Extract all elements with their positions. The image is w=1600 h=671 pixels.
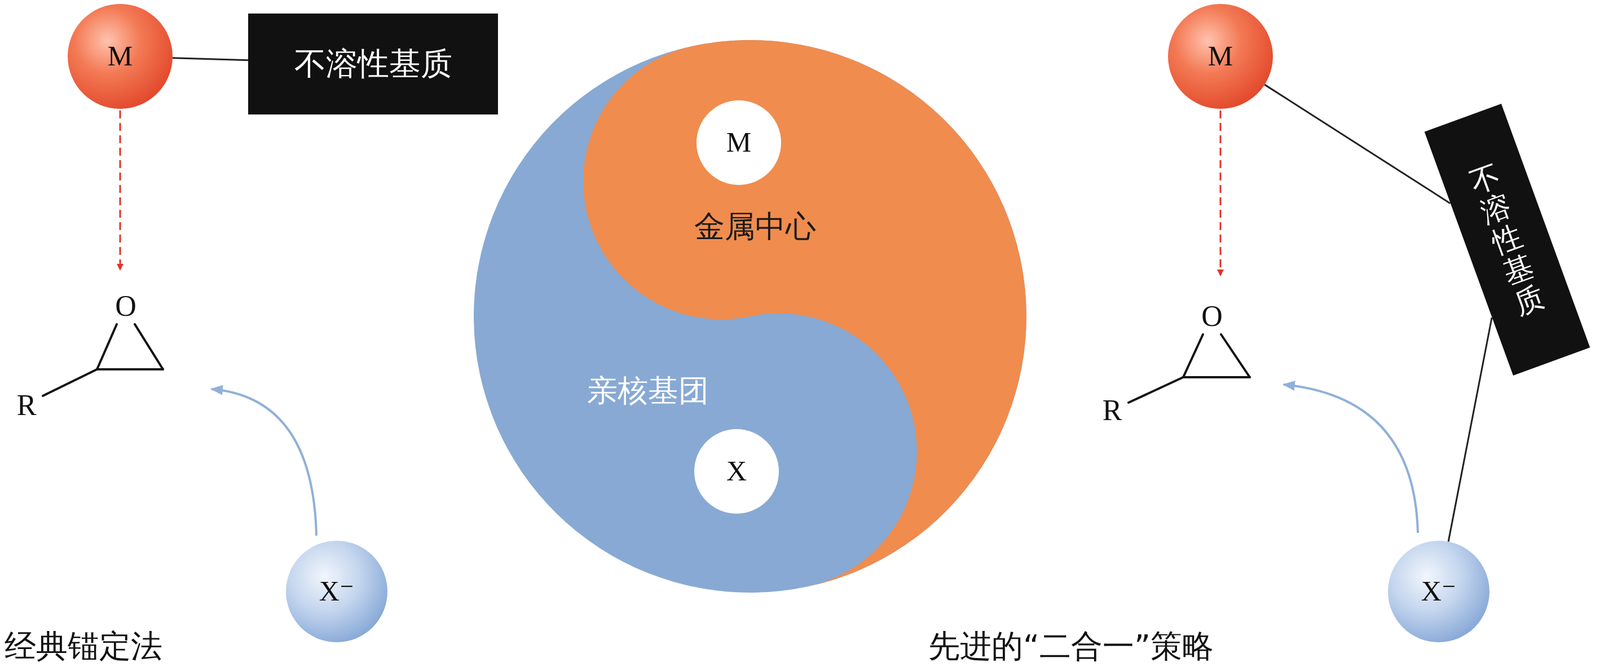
node-text: M: [726, 126, 752, 160]
tether-line: [172, 58, 249, 61]
coordination-arrow: [119, 110, 122, 270]
region-label: 金属中心: [694, 209, 817, 245]
node-text: M: [1208, 40, 1233, 73]
tether-line: [1264, 84, 1450, 204]
region-label: 亲核基团: [587, 373, 709, 409]
nucleophile-dot: X: [694, 429, 779, 514]
coordination-arrow: [1219, 110, 1222, 276]
node-text: M: [107, 40, 133, 73]
attack-arrow: [211, 389, 317, 536]
nucleophile-circle: X⁻: [285, 540, 388, 643]
metal-circle: M: [1167, 3, 1273, 109]
atom-label: O: [115, 289, 137, 324]
caption-label: 先进的“二合一”策略: [928, 628, 1214, 665]
attack-arrow: [1283, 384, 1418, 533]
node-text: X⁻: [319, 575, 355, 608]
metal-center-dot: M: [696, 100, 782, 185]
caption-label: 经典锚定法: [4, 628, 163, 665]
epoxide: [42, 324, 163, 396]
yin-yang: [422, 0, 1078, 645]
node-text: X⁻: [1421, 575, 1457, 608]
support-box: 不溶性基质: [1424, 103, 1590, 376]
metal-circle: M: [67, 3, 173, 109]
epoxide: [1128, 334, 1250, 403]
node-text: X: [726, 455, 747, 488]
tether-line: [1448, 317, 1492, 542]
nucleophile-circle: X⁻: [1387, 540, 1490, 643]
support-box: 不溶性基质: [248, 13, 498, 115]
atom-label: R: [16, 388, 37, 423]
node-text: 不溶性基质: [294, 45, 453, 82]
atom-label: R: [1102, 393, 1123, 428]
atom-label: O: [1201, 299, 1223, 334]
